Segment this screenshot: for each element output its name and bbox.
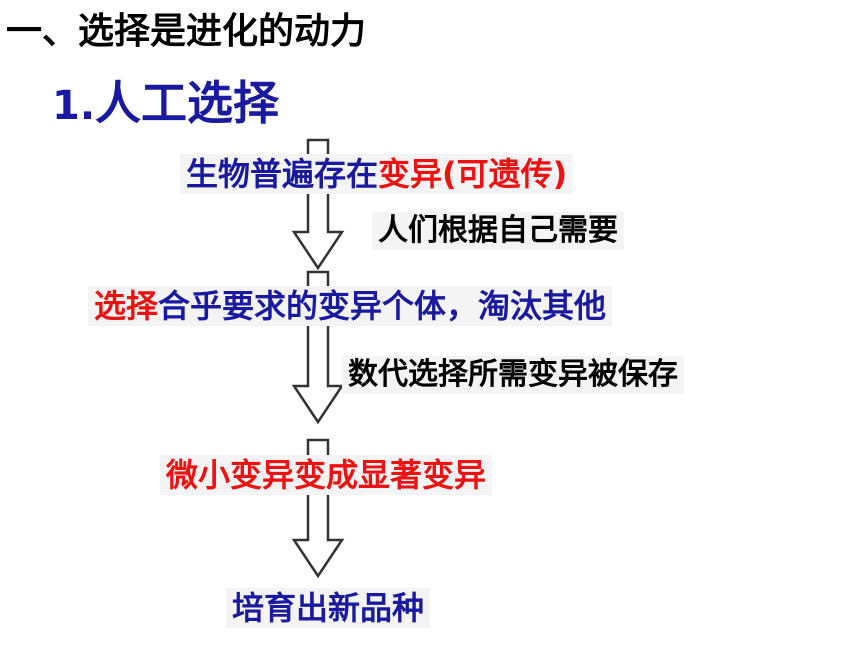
flow-step-variation: 生物普遍存在变异(可遗传) xyxy=(180,154,574,194)
heading: 一、选择是进化的动力 xyxy=(6,11,367,52)
subheading-text: 人工选择 xyxy=(95,76,280,130)
flow-step-accumulation: 微小变异变成显著变异 xyxy=(160,455,493,495)
flow-step-new-breed: 培育出新品种 xyxy=(226,588,431,628)
subheading: 1.人工选择 xyxy=(52,80,279,126)
step2-text-b: 合乎要求的变异个体，淘汰其他 xyxy=(158,287,607,325)
step1-text-c: (可遗传) xyxy=(442,155,568,193)
flow-action-generations: 数代选择所需变异被保存 xyxy=(342,356,684,394)
step2-text-a: 选择 xyxy=(94,287,159,325)
step1-text-b: 变异 xyxy=(378,155,443,193)
subheading-number: 1. xyxy=(52,83,96,129)
step1-text-a: 生物普遍存在 xyxy=(186,155,379,193)
flow-step-selection: 选择合乎要求的变异个体，淘汰其他 xyxy=(88,286,613,326)
flow-action-needs: 人们根据自己需要 xyxy=(372,212,624,250)
